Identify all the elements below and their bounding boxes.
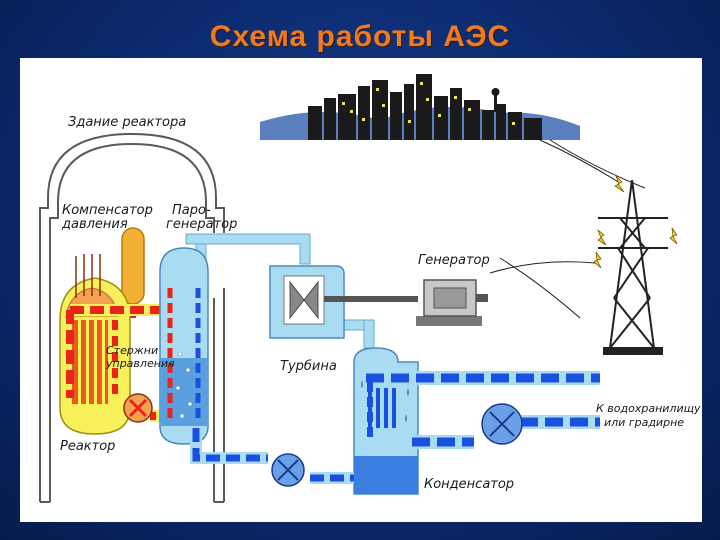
label-turbine: Турбина <box>280 359 337 374</box>
turbine <box>269 265 418 339</box>
reactor-building <box>39 132 225 503</box>
cooling-pump <box>481 403 523 445</box>
cooling-water-loop <box>366 371 600 449</box>
steam-generator <box>159 247 209 445</box>
power-tower <box>598 179 668 355</box>
lightning-sparks <box>593 175 678 269</box>
label-control-rods: Стержни <box>106 344 158 357</box>
slide-title: Схема работы АЭС <box>209 20 511 53</box>
label-condenser: Конденсатор <box>424 477 514 492</box>
label-steam-generator: Паро- <box>172 203 211 218</box>
label-steam-generator-2: генератор <box>166 217 237 232</box>
reactor-vessel <box>59 254 131 435</box>
label-compensator-2: давления <box>61 217 128 232</box>
label-control-rods-2: управления <box>105 357 175 370</box>
label-compensator: Компенсатор <box>62 203 153 218</box>
diagram-panel: Здание реактора Компенсатор давления Пар… <box>20 58 702 522</box>
label-generator: Генератор <box>418 253 490 268</box>
power-lines <box>489 139 646 319</box>
condenser <box>353 347 419 495</box>
label-reactor: Реактор <box>60 439 115 454</box>
primary-pump <box>123 393 153 423</box>
feedwater-pump <box>271 453 305 487</box>
electric-generator <box>416 279 488 326</box>
npp-diagram: Здание реактора Компенсатор давления Пар… <box>39 74 701 503</box>
label-building: Здание реактора <box>68 115 186 130</box>
label-outlet-2: или градирне <box>604 416 684 429</box>
feedwater-loop <box>190 428 354 484</box>
city-skyline <box>260 74 580 140</box>
label-outlet: К водохранилищу <box>596 402 701 415</box>
